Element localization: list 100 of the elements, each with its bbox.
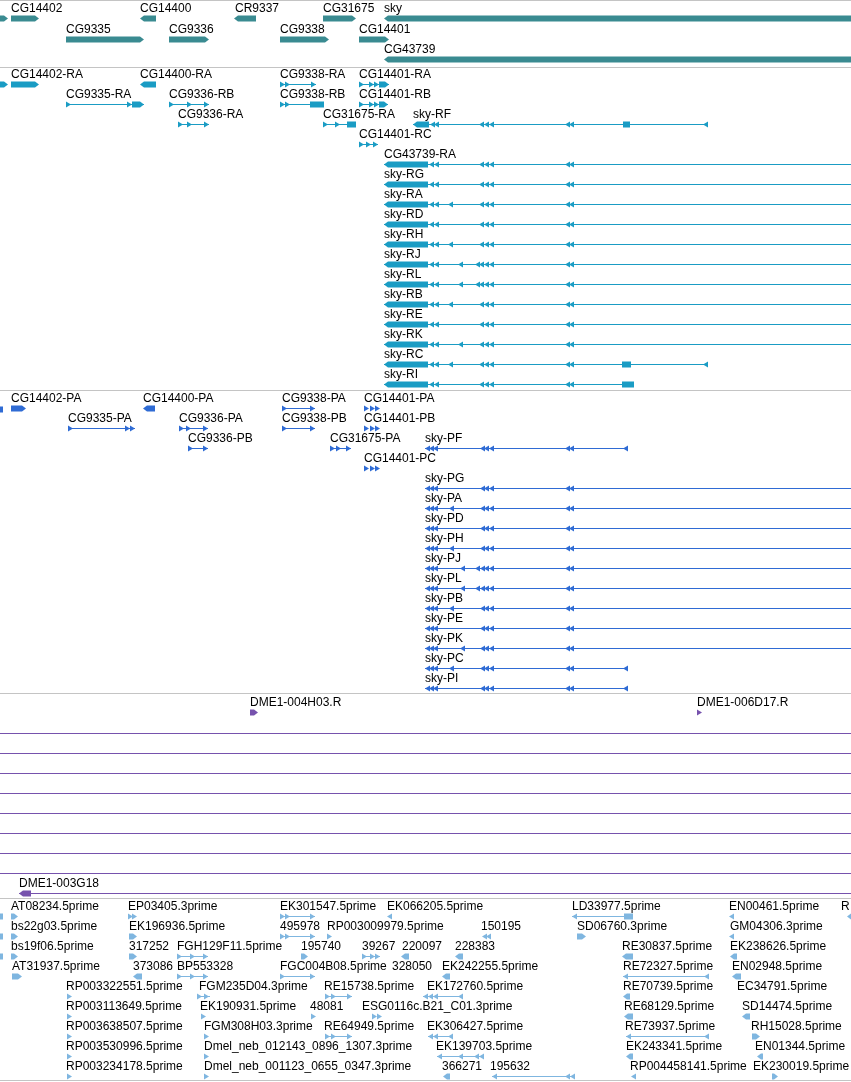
- protein-label: sky-PA: [425, 491, 463, 505]
- gene-label: CG9335: [66, 22, 111, 36]
- clone-label: DME1-006D17.R: [697, 695, 789, 709]
- est-label: RE64949.5prime: [324, 1019, 415, 1033]
- transcript-label: sky-RD: [384, 207, 424, 221]
- transcript-label: sky-RL: [384, 267, 422, 281]
- protein-label: sky-PI: [425, 671, 459, 685]
- transcript-label: sky-RK: [384, 327, 423, 341]
- transcript-label: sky-RI: [384, 367, 418, 381]
- est-label: RE30837.5prime: [622, 939, 713, 953]
- est-label: R: [841, 899, 850, 913]
- protein-label: sky-PL: [425, 571, 462, 585]
- est-label: FGH129F11.5prime: [177, 939, 283, 953]
- est-label: 495978: [280, 919, 321, 933]
- est-label: EK242255.5prime: [442, 959, 539, 973]
- protein-label: CG31675-PA: [330, 431, 401, 445]
- est-label: EK139703.5prime: [436, 1039, 533, 1053]
- est-label: EN00461.5prime: [729, 899, 820, 913]
- est-label: 228383: [455, 939, 496, 953]
- transcript-label: CG31675-RA: [323, 107, 396, 121]
- est-label: Dmel_neb_012143_0896_1307.3prime: [204, 1039, 413, 1053]
- est-label: RP003638507.5prime: [66, 1019, 183, 1033]
- protein-label: sky-PD: [425, 511, 464, 525]
- est-label: AT31937.5prime: [12, 959, 100, 973]
- protein-label: CG14401-PA: [364, 391, 435, 405]
- protein-label: sky-PH: [425, 531, 464, 545]
- est-label: 328050: [392, 959, 433, 973]
- est-label: EK172760.5prime: [427, 979, 524, 993]
- est-label: RE15738.5prime: [324, 979, 415, 993]
- est-label: AT08234.5prime: [11, 899, 99, 913]
- est-label: EK301547.5prime: [280, 899, 377, 913]
- est-label: BP553328: [177, 959, 234, 973]
- est-label: 195740: [301, 939, 342, 953]
- protein-label: CG9336-PA: [179, 411, 243, 425]
- gene-label: CG9338: [280, 22, 325, 36]
- est-label: RH15028.5prime: [751, 1019, 842, 1033]
- transcript-label: CG9335-RA: [66, 87, 132, 101]
- transcript-label: sky-RG: [384, 167, 424, 181]
- protein-label: sky-PG: [425, 471, 465, 485]
- gene-label: CG14401: [359, 22, 411, 36]
- est-label: RP003322551.5prime: [66, 979, 183, 993]
- protein-label: sky-PB: [425, 591, 463, 605]
- gene-label: CG14402: [11, 1, 63, 15]
- est-label: EC34791.5prime: [737, 979, 828, 993]
- est-label: RE68129.5prime: [624, 999, 715, 1013]
- gene-label: CG43739: [384, 42, 436, 56]
- est-label: RP003234178.5prime: [66, 1059, 183, 1073]
- est-label: 195632: [490, 1059, 531, 1073]
- est-label: bs22g03.5prime: [11, 919, 98, 933]
- transcript-label: CG9336-RB: [169, 87, 235, 101]
- est-label: 317252: [129, 939, 170, 953]
- est-label: GM04306.3prime: [730, 919, 823, 933]
- est-label: ESG0116c.B21_C01.3prime: [362, 999, 513, 1013]
- transcript-label: CG14401-RB: [359, 87, 432, 101]
- gene-label: CG31675: [323, 1, 375, 15]
- est-label: SD14474.5prime: [742, 999, 833, 1013]
- est-label: RE72327.5prime: [623, 959, 714, 973]
- transcript-label: sky-RH: [384, 227, 424, 241]
- est-label: FGC004B08.5prime: [280, 959, 387, 973]
- protein-label: sky-PJ: [425, 551, 461, 565]
- transcript-label: sky-RB: [384, 287, 423, 301]
- protein-label: CG14401-PB: [364, 411, 436, 425]
- est-label: RE73937.5prime: [625, 1019, 716, 1033]
- transcript-label: sky-RF: [413, 107, 451, 121]
- transcript-label: sky-RJ: [384, 247, 421, 261]
- protein-label: CG9338-PB: [282, 411, 347, 425]
- clone-label: DME1-003G18: [19, 876, 100, 890]
- est-label: 39267: [362, 939, 396, 953]
- est-label: EK196936.5prime: [129, 919, 226, 933]
- protein-label: CG9338-PA: [282, 391, 346, 405]
- protein-label: CG14402-PA: [11, 391, 82, 405]
- protein-label: CG9336-PB: [188, 431, 253, 445]
- est-label: FGM235D04.3prime: [199, 979, 308, 993]
- est-label: EK243341.5prime: [626, 1039, 723, 1053]
- est-label: 48081: [310, 999, 344, 1013]
- gene-label: CR9337: [235, 1, 280, 15]
- transcript-label: CG14401-RA: [359, 67, 432, 81]
- est-label: 366271: [442, 1059, 483, 1073]
- transcript-label: CG43739-RA: [384, 147, 457, 161]
- transcript-label: CG14402-RA: [11, 67, 84, 81]
- est-label: RP003530996.5prime: [66, 1039, 183, 1053]
- transcript-label: CG14400-RA: [140, 67, 213, 81]
- est-label: SD06760.3prime: [577, 919, 668, 933]
- est-label: Dmel_neb_001123_0655_0347.3prime: [204, 1059, 412, 1073]
- transcript-label: CG9338-RA: [280, 67, 346, 81]
- transcript-label: CG9336-RA: [178, 107, 244, 121]
- est-label: EK306427.5prime: [427, 1019, 524, 1033]
- transcript-label: CG9338-RB: [280, 87, 346, 101]
- est-label: EP03405.3prime: [128, 899, 218, 913]
- est-label: 373086: [133, 959, 174, 973]
- protein-label: CG9335-PA: [68, 411, 132, 425]
- est-label: LD33977.5prime: [572, 899, 661, 913]
- est-label: bs19f06.5prime: [11, 939, 94, 953]
- est-label: RP003009979.5prime: [327, 919, 444, 933]
- gene-label: sky: [384, 1, 402, 15]
- est-label: EK230019.5prime: [753, 1059, 850, 1073]
- est-label: EK190931.5prime: [200, 999, 297, 1013]
- est-label: EN01344.5prime: [755, 1039, 846, 1053]
- est-label: FGM308H03.3prime: [204, 1019, 313, 1033]
- transcript-label: sky-RE: [384, 307, 423, 321]
